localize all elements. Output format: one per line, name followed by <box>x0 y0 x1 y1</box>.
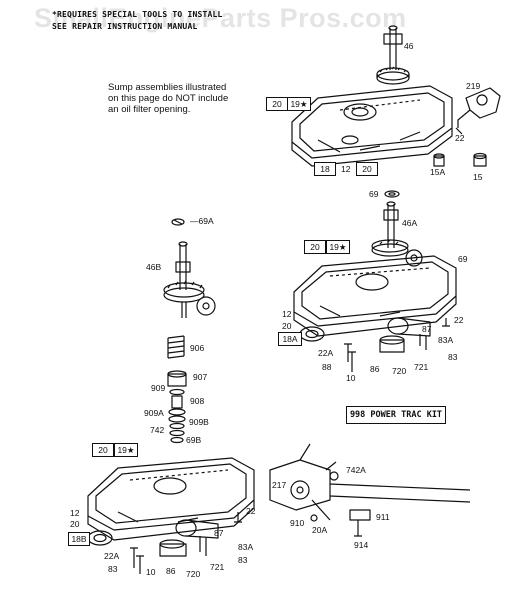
sump-top <box>291 85 453 167</box>
label-20A: 20A <box>312 525 328 535</box>
label-22-bottom: 22 <box>246 506 256 516</box>
label-46: 46 <box>404 41 414 51</box>
label-69: 69 <box>369 189 379 199</box>
label-909B: 909B <box>189 417 209 427</box>
label-10-bottom: 10 <box>146 567 156 577</box>
label-20-mid: 20 <box>282 321 292 331</box>
label-46B: 46B <box>146 262 162 272</box>
washer-69 <box>384 190 400 198</box>
label-219: 219 <box>466 81 481 91</box>
washer-69A <box>171 218 185 226</box>
watermark: SmallEngineParts Pros.com <box>34 3 407 33</box>
seal-12 <box>341 135 359 145</box>
seal-18B <box>87 530 113 546</box>
label-909: 909 <box>151 383 166 393</box>
gear-46 <box>376 25 410 85</box>
plug-15A <box>433 153 445 167</box>
label-217: 217 <box>272 480 287 490</box>
spring-906 <box>167 335 185 359</box>
label-12-bottom: 12 <box>70 508 80 518</box>
label-910: 910 <box>290 518 305 528</box>
box-18A: 18A <box>278 332 302 346</box>
label-83-bottom: 83 <box>108 564 118 574</box>
special-tools-note: *REQUIRES SPECIAL TOOLS TO INSTALL <box>52 10 223 19</box>
label-15A: 15A <box>430 167 446 177</box>
label-721: 721 <box>414 362 429 372</box>
label-86-bottom: 86 <box>166 566 176 576</box>
label-86: 86 <box>370 364 380 374</box>
label-69A: —69A <box>190 216 214 226</box>
label-908: 908 <box>190 396 205 406</box>
label-83: 83 <box>448 352 458 362</box>
label-46A: 46A <box>402 218 418 228</box>
label-909A: 909A <box>144 408 164 418</box>
label-69-mid: 69 <box>458 254 468 264</box>
shaft-87 <box>379 317 431 353</box>
power-trac-kit-label: 998 POWER TRAC KIT <box>346 406 446 424</box>
box-20-bottom: 20 <box>92 443 114 457</box>
sump-bottom <box>87 457 255 541</box>
box-19: 19★ <box>287 97 311 111</box>
stack-909-908 <box>168 388 186 444</box>
label-720-bottom: 720 <box>186 569 201 579</box>
label-907: 907 <box>193 372 208 382</box>
sump-note-line-3: an oil filter opening. <box>108 104 191 115</box>
sump-note: Sump assemblies illustrated on this page… <box>108 82 308 115</box>
label-742: 742 <box>150 425 165 435</box>
power-trac-kit <box>269 443 471 537</box>
repair-manual-note: SEE REPAIR INSTRUCTION MANUAL <box>52 22 198 31</box>
piston-907 <box>167 370 187 387</box>
gear-46A <box>371 201 423 267</box>
label-87-bottom: 87 <box>214 528 224 538</box>
label-742A: 742A <box>346 465 366 475</box>
label-721-bottom: 721 <box>210 562 225 572</box>
box-19-mid: 19★ <box>326 240 350 254</box>
label-20-bottom: 20 <box>70 519 80 529</box>
label-83A: 83A <box>438 335 454 345</box>
label-22: 22 <box>455 133 465 143</box>
label-22-mid: 22 <box>454 315 464 325</box>
gear-46B <box>163 241 216 318</box>
box-18B: 18B <box>68 532 90 546</box>
bolts-middle <box>344 318 450 372</box>
label-22A-bottom: 22A <box>104 551 120 561</box>
box-18: 18 <box>314 162 336 176</box>
label-12-mid: 12 <box>282 309 292 319</box>
label-12: 12 <box>341 164 351 174</box>
label-10: 10 <box>346 373 356 383</box>
label-906: 906 <box>190 343 205 353</box>
sump-middle <box>293 255 457 337</box>
label-83A-bottom: 83A <box>238 542 254 552</box>
label-22A: 22A <box>318 348 334 358</box>
label-15: 15 <box>473 172 483 182</box>
label-911: 911 <box>376 512 390 522</box>
shaft-87-lower <box>159 519 219 557</box>
label-69B: 69B <box>186 435 202 445</box>
label-87: 87 <box>422 324 432 334</box>
bolts-bottom <box>130 512 242 574</box>
box-20: 20 <box>266 97 288 111</box>
seal-18A <box>299 326 325 342</box>
box-20-top: 20 <box>356 162 378 176</box>
label-720: 720 <box>392 366 407 376</box>
box-20-mid: 20 <box>304 240 326 254</box>
sump-note-line-2: on this page do NOT include <box>108 93 229 104</box>
governor-219 <box>455 87 501 135</box>
label-88: 88 <box>322 362 332 372</box>
label-83-bottom-right: 83 <box>238 555 248 565</box>
plug-15 <box>473 152 487 167</box>
sump-note-line-1: Sump assemblies illustrated <box>108 82 227 93</box>
box-19-bottom: 19★ <box>114 443 138 457</box>
label-914: 914 <box>354 540 369 550</box>
